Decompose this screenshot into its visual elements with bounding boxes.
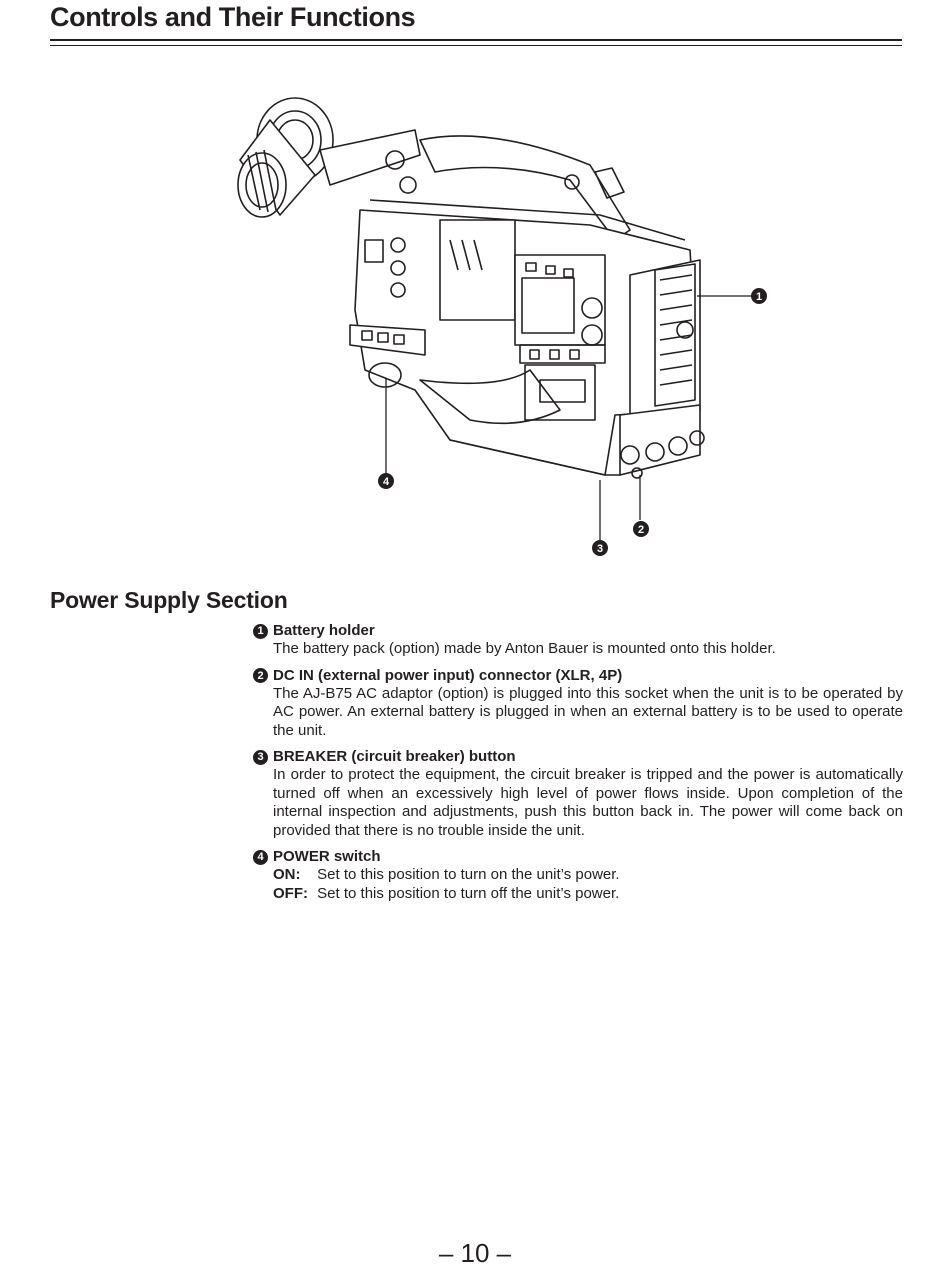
off-label: OFF: xyxy=(273,884,308,902)
item-description: In order to protect the equipment, the c… xyxy=(273,766,903,839)
header-rule-thin xyxy=(50,45,902,46)
off-text: Set to this position to turn off the uni… xyxy=(317,884,620,902)
item-title: Battery holder xyxy=(273,622,375,639)
camera-recorder-illustration: 1 2 3 4 xyxy=(237,97,767,556)
item-title: BREAKER (circuit breaker) button xyxy=(273,748,516,765)
item-title: POWER switch xyxy=(273,848,381,865)
item-description: The battery pack (option) made by Anton … xyxy=(273,640,776,657)
page-number: – 10 – xyxy=(438,1238,512,1268)
item-number-badge: 4 xyxy=(253,849,268,865)
power-off-description: OFF: Set to this position to turn off th… xyxy=(273,885,903,904)
section-title: Power Supply Section xyxy=(50,587,288,613)
on-label: ON: xyxy=(273,866,301,883)
page-title: Controls and Their Functions xyxy=(50,2,416,32)
on-text: Set to this position to turn on the unit… xyxy=(317,866,620,883)
header-rule-thick xyxy=(50,39,902,41)
item-title: DC IN (external power input) connector (… xyxy=(273,666,623,684)
item-battery-holder: 1 Battery holder The battery pack (optio… xyxy=(253,622,903,659)
callout-3: 3 xyxy=(592,540,608,556)
callout-1: 1 xyxy=(751,288,767,304)
power-on-description: ON: Set to this position to turn on the … xyxy=(273,866,903,885)
svg-text:4: 4 xyxy=(383,476,390,488)
svg-text:1: 1 xyxy=(756,291,762,303)
svg-text:2: 2 xyxy=(638,524,644,536)
item-number-badge: 3 xyxy=(253,749,268,765)
callout-4: 4 xyxy=(378,473,394,489)
item-breaker-button: 3 BREAKER (circuit breaker) button In or… xyxy=(253,748,903,840)
svg-text:3: 3 xyxy=(597,543,603,555)
item-number-badge: 2 xyxy=(253,668,268,683)
callout-2: 2 xyxy=(633,521,649,537)
item-description: The AJ-B75 AC adaptor (option) is plugge… xyxy=(273,684,903,739)
item-power-switch: 4 POWER switch ON: Set to this position … xyxy=(253,848,903,903)
item-list: 1 Battery holder The battery pack (optio… xyxy=(253,622,903,911)
item-number-badge: 1 xyxy=(253,623,268,639)
item-dc-in-connector: 2 DC IN (external power input) connector… xyxy=(253,667,903,741)
